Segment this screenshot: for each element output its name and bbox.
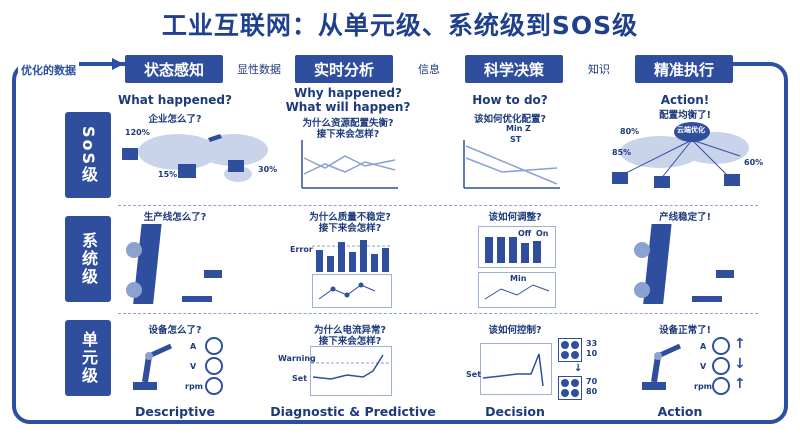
unit-param-grid-before	[558, 338, 582, 362]
unit-label-a: A	[190, 342, 197, 351]
world-map-factories	[122, 134, 268, 182]
rpm-ok-dial-icon	[712, 377, 730, 395]
label-diagnostic-predictive: Diagnostic & Predictive	[270, 404, 436, 419]
sos-action-pct-1: 80%	[620, 127, 640, 136]
sos-formula-st: ST	[510, 135, 522, 144]
sos-cloud-network	[612, 122, 749, 188]
sys-bars-icon	[485, 237, 541, 263]
sos-q3-sub: 该如何优化配置?	[473, 114, 546, 125]
sys-scatter-icon	[318, 282, 376, 300]
unit-q3: 该如何控制?	[488, 325, 542, 336]
rpm-dial-icon	[205, 377, 223, 395]
robot-arm-normal-icon	[642, 343, 682, 390]
sos-q2-title-a: Why happened?	[294, 86, 402, 100]
sys-off-label: Off	[518, 229, 532, 238]
stage-scientific-decision: 科学决策	[465, 55, 563, 83]
sys-min-panel	[478, 272, 556, 308]
sos-trend-chart	[301, 140, 398, 189]
sos-q4-title: Action!	[660, 93, 710, 107]
sos-pct-3: 30%	[258, 165, 278, 174]
arrow-down-icon: ↓	[574, 363, 583, 374]
sos-pct-2: 15%	[158, 170, 178, 179]
unit-q2-sub1: 为什么电流异常?	[313, 325, 386, 336]
voltmeter-ok-dial-icon	[712, 357, 730, 375]
production-line-icon	[126, 224, 222, 304]
sys-q1: 生产线怎么了?	[143, 212, 207, 223]
sys-min-label: Min	[510, 274, 527, 283]
transition-knowledge: 知识	[563, 60, 635, 78]
production-line-stable-icon	[634, 224, 734, 304]
loop-arrow-icon	[80, 58, 124, 70]
robot-arm-icon	[133, 343, 173, 390]
unit-val-4: 80	[586, 387, 598, 396]
transition-information: 信息	[393, 60, 465, 78]
unit-label-v: V	[190, 362, 197, 371]
arrow-up-icon: ↑	[734, 376, 746, 392]
voltmeter-dial-icon	[205, 357, 223, 375]
arrow-up-icon: ↑	[734, 336, 746, 352]
sos-q2-sub2: 接下来会怎样?	[316, 129, 380, 140]
sys-on-label: On	[536, 229, 549, 238]
ammeter-ok-dial-icon	[712, 337, 730, 355]
stage-realtime-analysis: 实时分析	[295, 55, 393, 83]
unit-q1: 设备怎么了?	[148, 325, 202, 336]
stage-state-sensing: 状态感知	[125, 55, 223, 83]
sos-decision-chart	[463, 140, 560, 189]
arrow-down-icon: ↓	[734, 356, 746, 372]
page-title: 工业互联网：从单元级、系统级到SOS级	[161, 11, 639, 40]
unit-current-chart	[310, 346, 392, 396]
level-sos: SoS级	[65, 112, 111, 198]
unit-ok-label-rpm: rpm	[694, 382, 713, 391]
unit-control-line-icon	[482, 353, 544, 387]
unit-set-label: Set	[292, 374, 308, 383]
sys-q2-sub2: 接下来会怎样?	[318, 223, 382, 234]
sys-quality-bar-chart	[312, 240, 392, 272]
unit-control-chart	[480, 343, 552, 395]
sos-q2-sub1: 为什么资源配置失衡?	[302, 118, 394, 129]
sos-q3-title: How to do?	[472, 93, 548, 107]
transition-explicit-data: 显性数据	[223, 60, 295, 78]
unit-label-rpm: rpm	[185, 382, 204, 391]
sos-q1-title: What happened?	[118, 93, 232, 107]
unit-q2-sub2: 接下来会怎样?	[318, 336, 382, 347]
sos-formula-minz: Min Z	[506, 124, 531, 133]
unit-ok-label-a: A	[700, 342, 707, 351]
row-divider	[118, 313, 758, 314]
stage-precise-execution: 精准执行	[635, 55, 733, 83]
unit-q4: 设备正常了!	[659, 325, 711, 336]
sos-pct-1: 120%	[125, 128, 150, 137]
unit-val-3: 70	[586, 377, 598, 386]
sys-switch-panel	[478, 226, 556, 268]
level-system: 系统级	[65, 216, 111, 302]
label-descriptive: Descriptive	[135, 404, 215, 419]
unit-ctrl-set-label: Set	[466, 370, 482, 379]
sys-q2-sub1: 为什么质量不稳定?	[309, 212, 391, 223]
sys-error-label: Error	[290, 245, 313, 254]
unit-val-1: 33	[586, 339, 598, 348]
level-unit: 单元级	[65, 320, 111, 396]
optimized-data-label: 优化的数据	[18, 62, 79, 78]
ammeter-dial-icon	[205, 337, 223, 355]
sos-action-pct-2: 85%	[612, 148, 632, 157]
label-action: Action	[657, 404, 703, 419]
sys-scatter-panel	[312, 274, 392, 308]
sos-action-pct-3: 60%	[744, 158, 764, 167]
unit-param-grid-after	[558, 376, 582, 400]
unit-current-line-icon	[311, 354, 391, 380]
label-decision: Decision	[485, 404, 545, 419]
unit-warning-label: Warning	[278, 354, 316, 363]
sys-q4: 产线稳定了!	[659, 212, 711, 223]
unit-ok-label-v: V	[700, 362, 707, 371]
unit-val-2: 10	[586, 349, 598, 358]
sos-q2-title-b: What will happen?	[285, 100, 411, 114]
sos-q1-sub: 企业怎么了?	[148, 114, 202, 125]
cloud-label: 云端优化	[677, 126, 705, 134]
sys-min-chart-icon	[484, 284, 550, 300]
sys-q3: 该如何调整?	[488, 212, 542, 223]
sos-q4-sub: 配置均衡了!	[659, 110, 711, 121]
row-divider	[118, 205, 758, 206]
